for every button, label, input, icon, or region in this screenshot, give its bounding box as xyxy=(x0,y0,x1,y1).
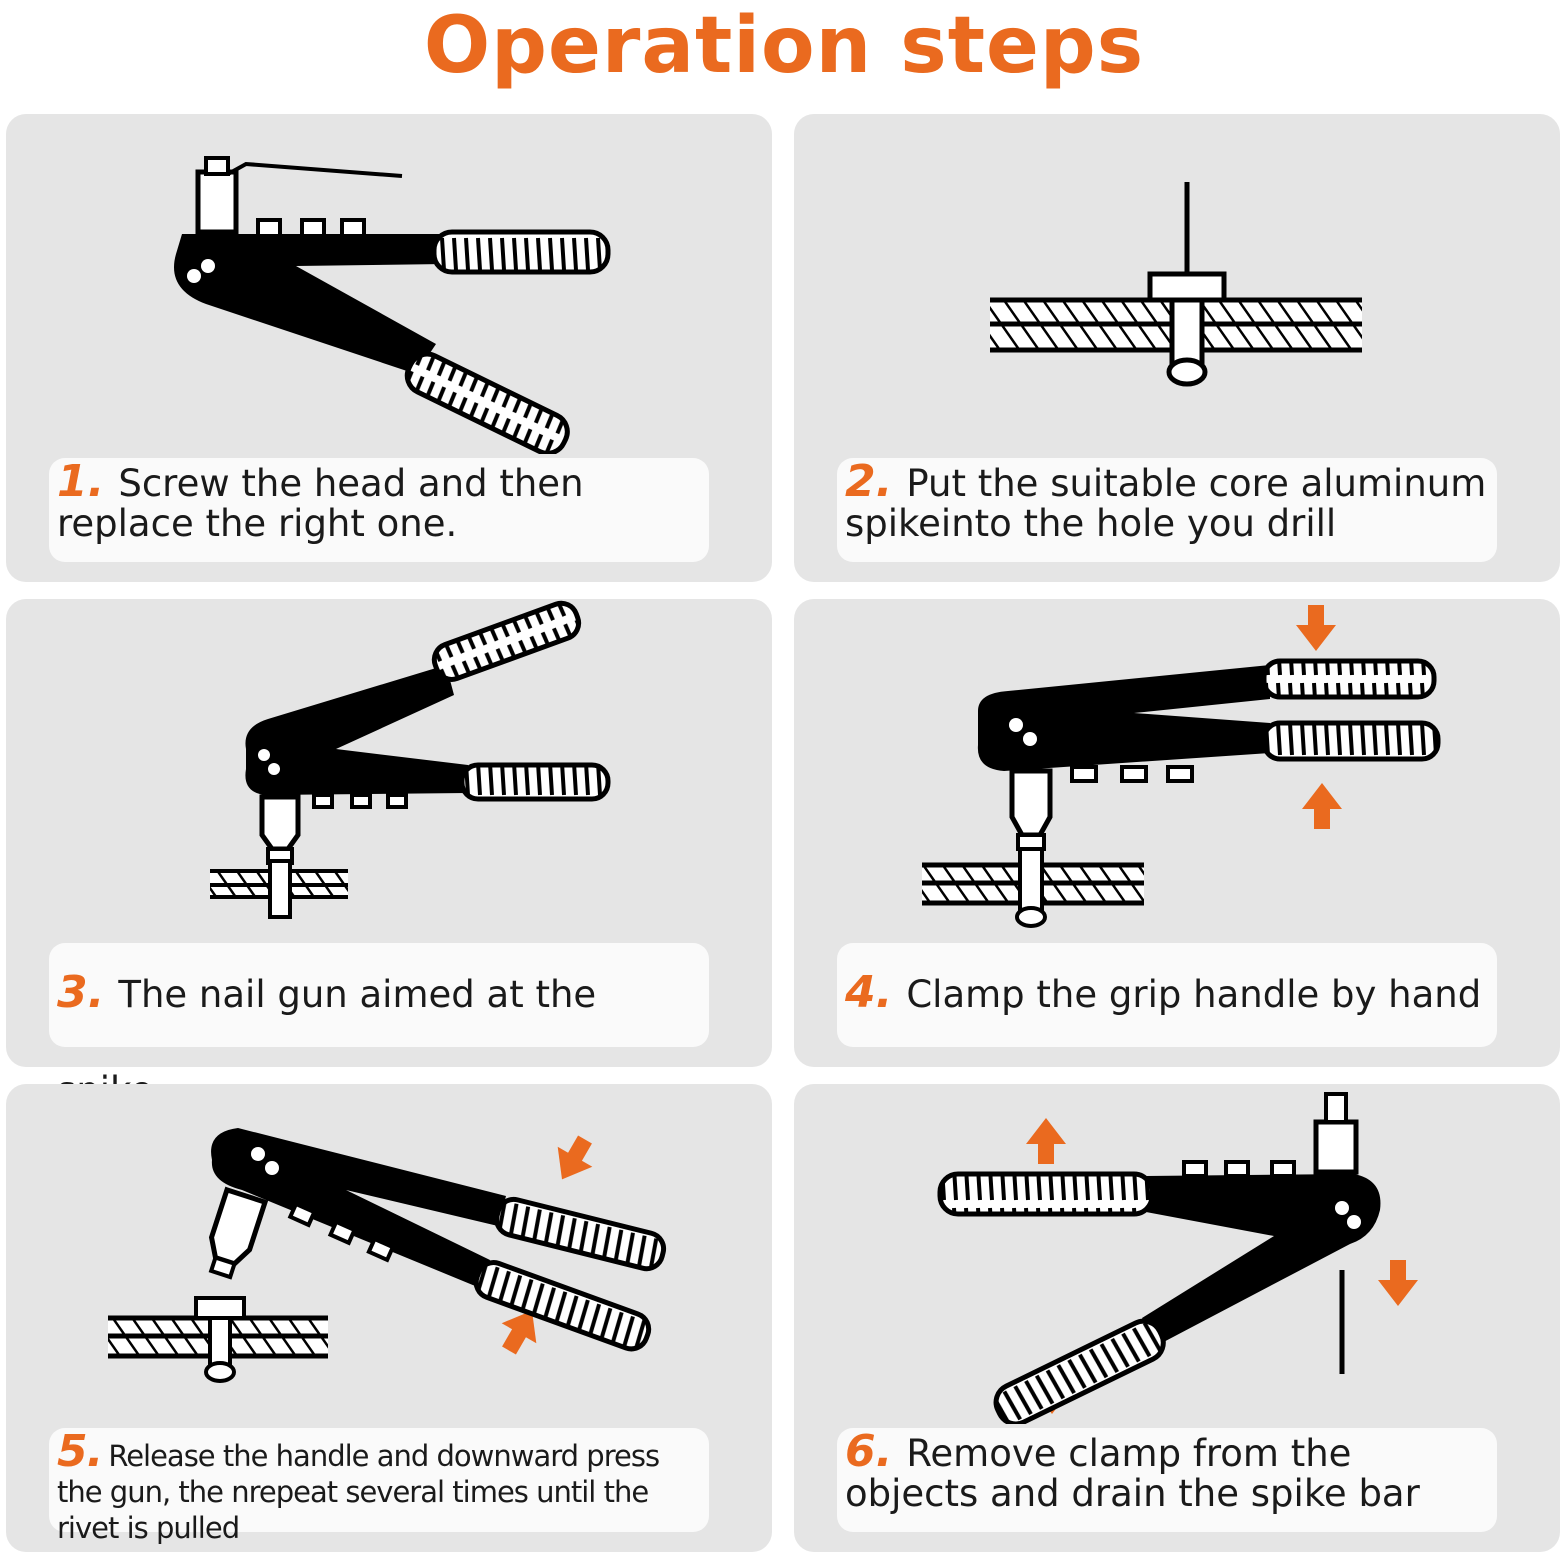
page-title: Operation steps xyxy=(423,1,1145,91)
step-caption-1: 1.Screw the head and then replace the ri… xyxy=(49,458,709,562)
step-number-2: 2. xyxy=(845,456,893,507)
step-card-3: 3.The nail gun aimed at the spike xyxy=(6,599,772,1112)
step-caption-4: 4. Clamp the grip handle by hand xyxy=(837,943,1497,1047)
step-number-3: 3. xyxy=(57,967,105,1018)
rivet-gun-icon xyxy=(6,1084,772,1424)
rivet-gun-icon xyxy=(6,114,772,454)
step-card-6: 6.Remove clamp from the objects and drai… xyxy=(794,1084,1560,1552)
step-text-6: Remove clamp from the objects and drain … xyxy=(845,1432,1420,1515)
rivet-gun-icon xyxy=(794,1084,1560,1424)
step-number-4: 4. xyxy=(845,967,893,1018)
arrow-icon xyxy=(1296,605,1336,651)
step-card-2: 2.Put the suitable core aluminum spikein… xyxy=(794,114,1560,582)
arrow-icon xyxy=(1026,1118,1066,1164)
step-card-4: 4. Clamp the grip handle by hand xyxy=(794,599,1560,1067)
step-card-1: 1.Screw the head and then replace the ri… xyxy=(6,114,772,582)
step-number-5: 5. xyxy=(57,1426,103,1477)
step-card-5: 5.Release the handle and downward press … xyxy=(6,1084,772,1552)
rivet-gun-icon xyxy=(6,599,772,939)
step-caption-6: 6.Remove clamp from the objects and drai… xyxy=(837,1428,1497,1532)
step-number-6: 6. xyxy=(845,1426,893,1477)
step-caption-5: 5.Release the handle and downward press … xyxy=(49,1426,709,1545)
step-number-1: 1. xyxy=(57,456,105,507)
rivet-in-hole-icon xyxy=(794,114,1560,454)
step-text-4: Clamp the grip handle by hand xyxy=(906,973,1482,1016)
rivet-gun-icon xyxy=(794,599,1560,939)
step-caption-2: 2.Put the suitable core aluminum spikein… xyxy=(837,458,1497,562)
arrow-icon xyxy=(544,1129,603,1190)
step-text-2: Put the suitable core aluminum spikeinto… xyxy=(845,462,1487,545)
step-text-1: Screw the head and then replace the righ… xyxy=(57,462,584,545)
step-text-5: Release the handle and downward press th… xyxy=(57,1439,660,1545)
step-caption-3: 3.The nail gun aimed at the spike xyxy=(49,943,709,1112)
